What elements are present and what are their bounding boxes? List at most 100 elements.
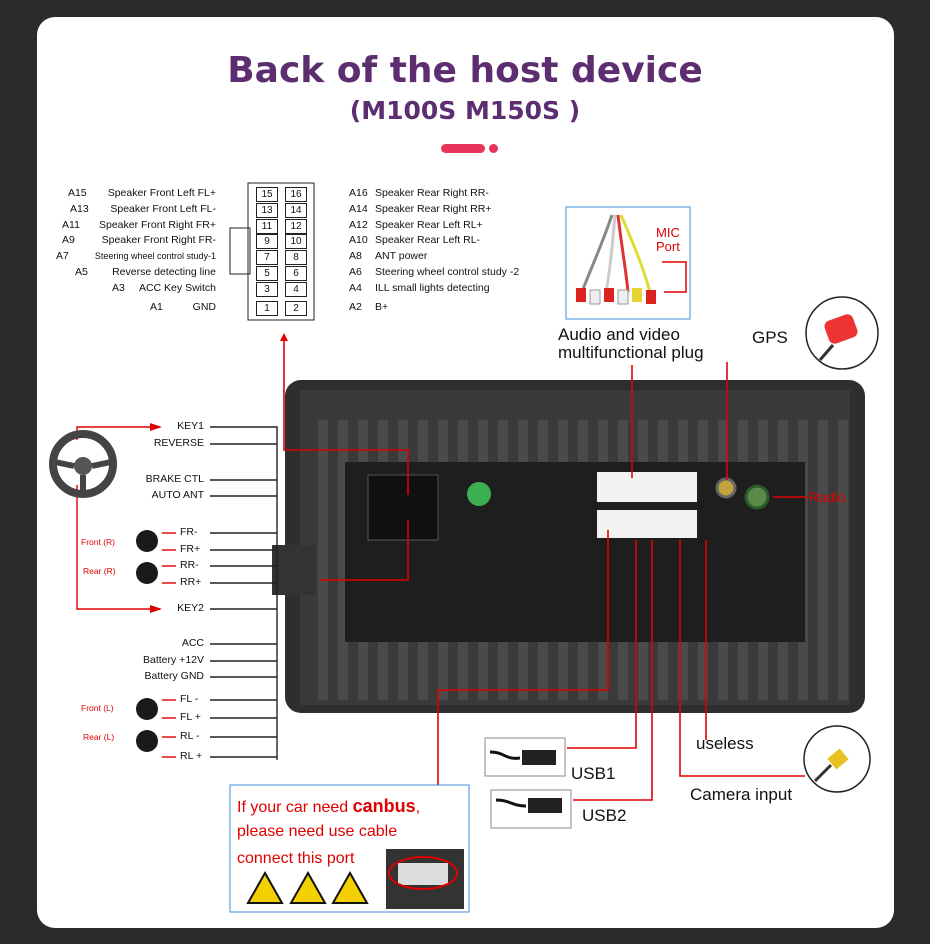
speaker-wire-label: FL - bbox=[180, 693, 199, 705]
pin-number: 7 bbox=[256, 250, 278, 265]
harness-wire-label: BRAKE CTL bbox=[145, 473, 204, 485]
connector-frame bbox=[247, 182, 315, 321]
speaker-icons bbox=[136, 530, 158, 752]
speaker-wire-label: FR+ bbox=[180, 543, 201, 555]
speaker-wire-label: RL - bbox=[180, 730, 200, 742]
pin-code-left: A9 bbox=[62, 234, 75, 246]
steering-wheel-icon bbox=[49, 430, 117, 498]
cooling-fin bbox=[818, 420, 828, 700]
rear-r-label: Rear (R) bbox=[83, 566, 116, 576]
pin-label-left: Steering wheel control study-1 bbox=[94, 251, 216, 261]
harness-wire-label: Battery GND bbox=[144, 670, 204, 682]
pin-label-right: Steering wheel control study -2 bbox=[375, 266, 520, 278]
pin-code-right: A6 bbox=[349, 266, 362, 278]
pin-number: 15 bbox=[256, 187, 278, 202]
pin-code-left: A11 bbox=[62, 219, 80, 231]
speaker-wire-label: RR+ bbox=[180, 576, 202, 588]
pin-label-right: Speaker Rear Left RL- bbox=[375, 234, 481, 246]
pin-number: 16 bbox=[285, 187, 307, 202]
pin-code-left: A5 bbox=[75, 266, 88, 278]
pin-label-right: ILL small lights detecting bbox=[375, 282, 490, 294]
pin-label-left: Speaker Front Left FL- bbox=[110, 203, 216, 215]
cooling-fin bbox=[338, 420, 348, 700]
av-socket bbox=[597, 472, 697, 502]
pin-number: 2 bbox=[285, 301, 307, 316]
accent-dash bbox=[441, 144, 485, 153]
rear-l-label: Rear (L) bbox=[83, 732, 115, 742]
speaker-wire-label: FR- bbox=[180, 526, 198, 538]
pin-label-left: Speaker Front Right FR+ bbox=[98, 219, 216, 231]
front-l-label: Front (L) bbox=[81, 703, 114, 713]
harness-plug bbox=[272, 545, 316, 595]
usb2-label: USB2 bbox=[582, 806, 627, 825]
accent-dot bbox=[489, 144, 498, 153]
av-cable-illustration bbox=[565, 206, 691, 320]
pin-number: 9 bbox=[256, 234, 278, 249]
connector-latch bbox=[229, 227, 251, 275]
pin-code-right: A10 bbox=[349, 234, 368, 246]
pin-label-left: Speaker Front Left FL+ bbox=[107, 187, 216, 199]
pin-number: 3 bbox=[256, 282, 278, 297]
front-r-label: Front (R) bbox=[81, 537, 115, 547]
usb1-label: USB1 bbox=[571, 764, 616, 783]
pin-code-left: A7 bbox=[56, 250, 69, 262]
speaker-wire-label: RL + bbox=[180, 750, 203, 762]
pin-code-left: A3 bbox=[112, 282, 125, 294]
pin-label-left: ACC Key Switch bbox=[138, 282, 216, 294]
harness-wire-label: KEY1 bbox=[177, 420, 204, 432]
pin-code-left: A15 bbox=[68, 187, 87, 199]
leader-lines bbox=[283, 340, 808, 801]
canbus-line-2: please need use cable bbox=[237, 823, 398, 840]
pin-label-right: Speaker Rear Right RR- bbox=[375, 187, 489, 199]
harness-wire-label: REVERSE bbox=[153, 437, 204, 449]
pin-code-right: A16 bbox=[349, 187, 368, 199]
radio-socket bbox=[744, 484, 770, 510]
pin-number: 10 bbox=[285, 234, 307, 249]
usb-camera-sockets bbox=[597, 510, 697, 538]
pin-label-left: GND bbox=[192, 301, 216, 313]
pin-code-left: A1 bbox=[150, 301, 163, 313]
pin-code-left: A13 bbox=[70, 203, 89, 215]
gps-socket bbox=[715, 477, 737, 499]
pin-number: 11 bbox=[256, 219, 278, 234]
pin-label-left: Reverse detecting line bbox=[112, 266, 216, 278]
cooling-fin bbox=[318, 420, 328, 700]
pin-code-right: A2 bbox=[349, 301, 362, 313]
pin-code-right: A4 bbox=[349, 282, 362, 294]
pin-code-right: A12 bbox=[349, 219, 368, 231]
pin-code-right: A14 bbox=[349, 203, 368, 215]
speaker-wire-label: RR- bbox=[180, 559, 199, 571]
canbus-line-3: connect this port bbox=[237, 850, 355, 867]
pin-label-right: Speaker Rear Left RL+ bbox=[375, 219, 483, 231]
pin-number: 12 bbox=[285, 219, 307, 234]
cooling-fin bbox=[838, 420, 848, 700]
useless-label: useless bbox=[696, 734, 754, 753]
warning-icons bbox=[246, 870, 369, 904]
pin-label-right: Speaker Rear Right RR+ bbox=[375, 203, 492, 215]
speaker-wire-label: FL + bbox=[180, 711, 201, 723]
pin-number: 4 bbox=[285, 282, 307, 297]
av-plug-label-2: multifunctional plug bbox=[558, 343, 704, 362]
main-harness-socket bbox=[367, 474, 439, 541]
harness-wire-label: ACC bbox=[181, 637, 204, 649]
harness-wire-label: KEY2 bbox=[177, 602, 204, 614]
gps-label: GPS bbox=[752, 328, 788, 347]
pin-number: 1 bbox=[256, 301, 278, 316]
qc-sticker bbox=[467, 482, 491, 506]
pin-number: 8 bbox=[285, 250, 307, 265]
pin-label-right: ANT power bbox=[375, 250, 428, 262]
page-subtitle: (M100S M150S ) bbox=[349, 96, 581, 125]
harness-wire-label: Battery +12V bbox=[143, 654, 204, 666]
harness-wire-label: AUTO ANT bbox=[151, 489, 204, 501]
pin-number: 6 bbox=[285, 266, 307, 281]
pin-label-left: Speaker Front Right FR- bbox=[101, 234, 216, 246]
pin-number: 5 bbox=[256, 266, 278, 281]
radio-label: Radio bbox=[809, 489, 846, 505]
canbus-line-1: If your car need canbus, bbox=[237, 796, 421, 816]
pin-code-right: A8 bbox=[349, 250, 362, 262]
page-title: Back of the host device bbox=[227, 50, 703, 91]
pin-label-right: B+ bbox=[375, 301, 389, 313]
camera-input-label: Camera input bbox=[690, 785, 793, 804]
